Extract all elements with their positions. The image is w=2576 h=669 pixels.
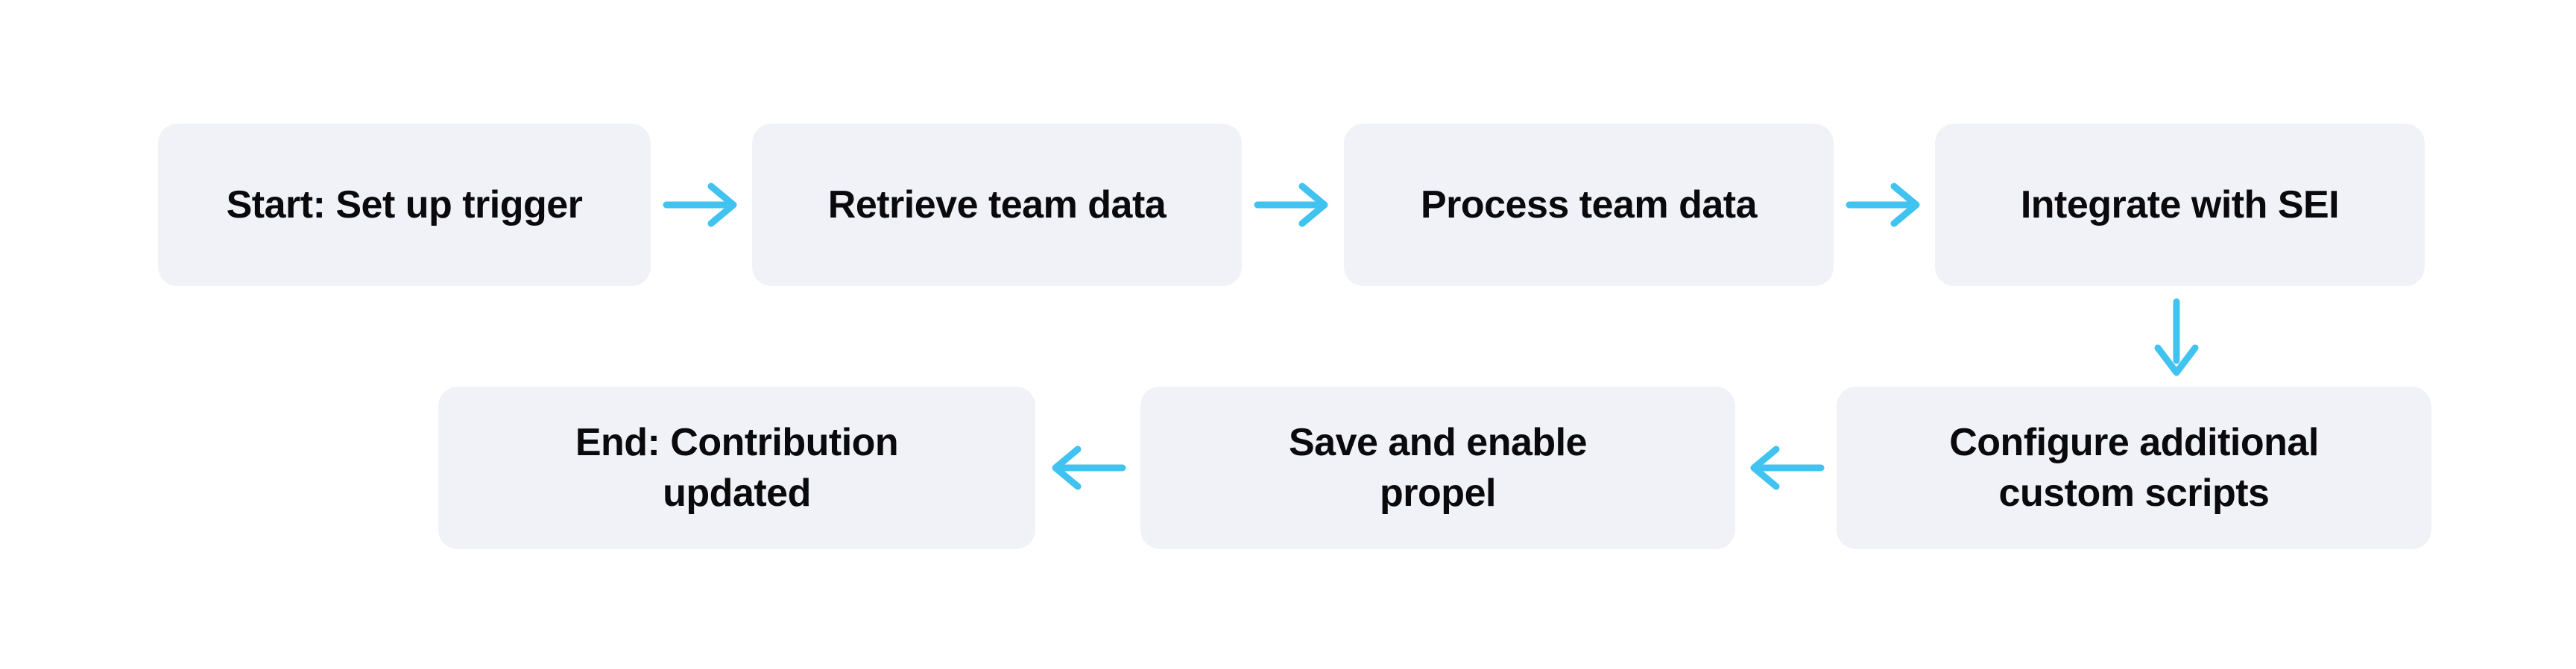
flow-node-save-and-enable-propel: Save and enable propel bbox=[1140, 387, 1735, 549]
flow-node-retrieve-team-data: Retrieve team data bbox=[752, 124, 1242, 286]
flow-node-integrate-with-sei: Integrate with SEI bbox=[1935, 124, 2425, 286]
flow-node-start: Start: Set up trigger bbox=[158, 124, 651, 286]
arrow-right-icon bbox=[1846, 183, 1920, 227]
arrow-down-icon bbox=[2154, 298, 2199, 376]
flow-node-process-team-data: Process team data bbox=[1344, 124, 1834, 286]
flow-node-configure-custom-scripts: Configure additional custom scripts bbox=[1837, 387, 2431, 549]
arrow-right-icon bbox=[663, 183, 737, 227]
arrow-left-icon bbox=[1750, 446, 1825, 490]
arrow-left-icon bbox=[1052, 446, 1126, 490]
arrow-right-icon bbox=[1254, 183, 1328, 227]
flow-node-end: End: Contribution updated bbox=[438, 387, 1035, 549]
